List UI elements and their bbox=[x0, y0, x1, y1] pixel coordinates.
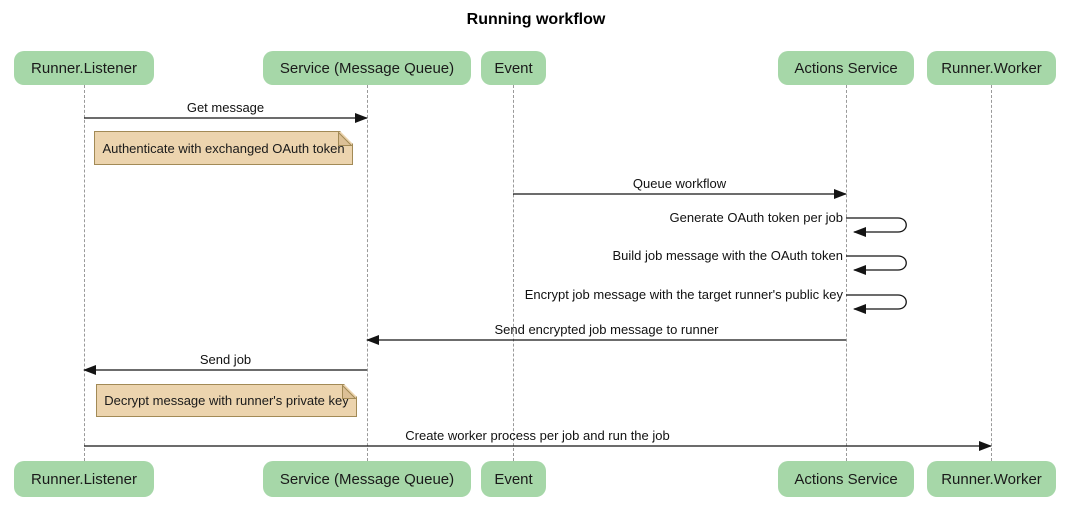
message-label-get-message: Get message bbox=[186, 100, 265, 115]
participant-event-top: Event bbox=[481, 51, 546, 85]
participant-runner-worker-bottom: Runner.Worker bbox=[927, 461, 1056, 497]
note-fold-icon bbox=[342, 385, 356, 399]
message-label-build-job-message: Build job message with the OAuth token bbox=[612, 248, 843, 263]
diagram-title: Running workflow bbox=[466, 11, 606, 28]
note-authenticate: Authenticate with exchanged OAuth token bbox=[94, 131, 353, 165]
self-loop-build-job-message bbox=[846, 255, 907, 275]
lifeline-service-message-queue bbox=[367, 85, 368, 461]
participant-actions-service-top: Actions Service bbox=[778, 51, 914, 85]
note-decrypt: Decrypt message with runner's private ke… bbox=[96, 384, 357, 417]
message-label-queue-workflow: Queue workflow bbox=[632, 176, 727, 191]
lifeline-runner-worker bbox=[991, 85, 992, 461]
participant-service-queue-bottom: Service (Message Queue) bbox=[263, 461, 471, 497]
self-loop-encrypt-job-message bbox=[846, 294, 907, 314]
participant-runner-listener-bottom: Runner.Listener bbox=[14, 461, 154, 497]
participant-actions-service-bottom: Actions Service bbox=[778, 461, 914, 497]
message-label-create-worker: Create worker process per job and run th… bbox=[405, 428, 670, 443]
message-label-send-encrypted: Send encrypted job message to runner bbox=[494, 322, 719, 337]
lifeline-event bbox=[513, 85, 514, 461]
note-decrypt-text: Decrypt message with runner's private ke… bbox=[104, 393, 349, 408]
participant-runner-worker-top: Runner.Worker bbox=[927, 51, 1056, 85]
note-authenticate-text: Authenticate with exchanged OAuth token bbox=[102, 140, 345, 156]
participant-runner-listener-top: Runner.Listener bbox=[14, 51, 154, 85]
note-fold-icon bbox=[338, 132, 352, 146]
self-loop-generate-oauth-token bbox=[846, 217, 907, 237]
message-label-encrypt-job-message: Encrypt job message with the target runn… bbox=[524, 287, 843, 302]
participant-event-bottom: Event bbox=[481, 461, 546, 497]
lifeline-runner-listener bbox=[84, 85, 85, 461]
participant-service-queue-top: Service (Message Queue) bbox=[263, 51, 471, 85]
message-label-generate-token: Generate OAuth token per job bbox=[669, 210, 843, 225]
lifeline-actions-service bbox=[846, 85, 847, 461]
message-label-send-job: Send job bbox=[199, 352, 252, 367]
